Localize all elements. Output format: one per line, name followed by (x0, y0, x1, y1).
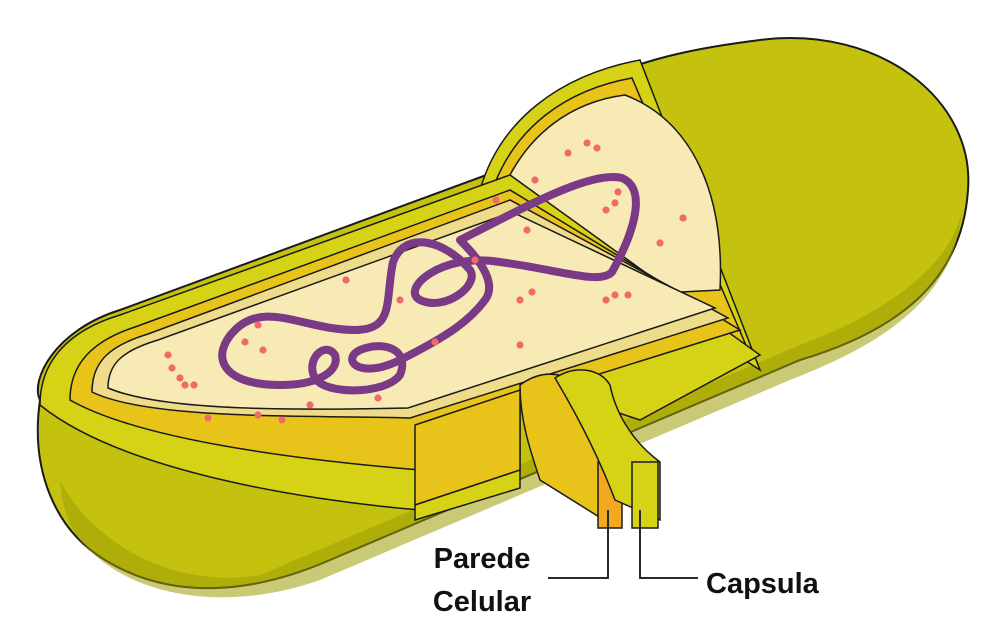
ribosome-icon (583, 139, 591, 147)
ribosome-icon (306, 401, 314, 409)
ribosome-icon (516, 341, 524, 349)
leader-lines (548, 510, 698, 579)
ribosome-icon (278, 416, 286, 424)
ribosome-icon (602, 296, 610, 304)
ribosome-icon (254, 321, 262, 329)
ribosome-icon (168, 364, 176, 372)
ribosome-icon (374, 394, 382, 402)
ribosome-icon (181, 381, 189, 389)
ribosome-icon (396, 296, 404, 304)
ribosome-icon (624, 291, 632, 299)
ribosome-icon (190, 381, 198, 389)
ribosome-icon (614, 188, 622, 196)
cut-layers (39, 174, 762, 511)
ribosome-icon (342, 276, 350, 284)
ribosome-icon (593, 144, 601, 152)
ribosome-icon (471, 256, 479, 264)
ribosome-icon (204, 414, 212, 422)
cytoplasm-fold-line (511, 211, 716, 309)
peeled-layers (519, 369, 661, 529)
cell-wall-leader-line (548, 510, 609, 579)
ribosome-icon (431, 338, 439, 346)
ribosome-icon (516, 296, 524, 304)
cytoplasm-floor (107, 211, 718, 410)
nucleoid-dna (218, 173, 640, 395)
ribosome-icon (492, 196, 500, 204)
ribosome-icon (241, 338, 249, 346)
ribosome-icon (523, 226, 531, 234)
ribosome-icon (254, 411, 262, 419)
ribosome-icon (656, 239, 664, 247)
peeled-capsule-edge (631, 461, 659, 529)
capsule-label: Capsula (706, 568, 820, 600)
ribosome-icon (602, 206, 610, 214)
ribosome-icon (611, 199, 619, 207)
dna-strand-icon (218, 173, 640, 395)
ribosome-icon (564, 149, 572, 157)
ribosome-icon (679, 214, 687, 222)
front-step (414, 388, 521, 522)
ribosome-icon (528, 288, 536, 296)
capsule-leader-line (639, 510, 698, 579)
cell-wall-label-line2: Celular (433, 586, 531, 618)
ribosome-icon (164, 351, 172, 359)
ribosome-icon (611, 291, 619, 299)
ribosome-icon (259, 346, 267, 354)
labels: Parede Celular Capsula (433, 543, 820, 618)
ribosome-icon (176, 374, 184, 382)
cell-wall-label-line1: Parede (434, 543, 531, 575)
ribosome-icon (531, 176, 539, 184)
ribosomes (164, 139, 687, 424)
step-front-face (414, 468, 521, 522)
